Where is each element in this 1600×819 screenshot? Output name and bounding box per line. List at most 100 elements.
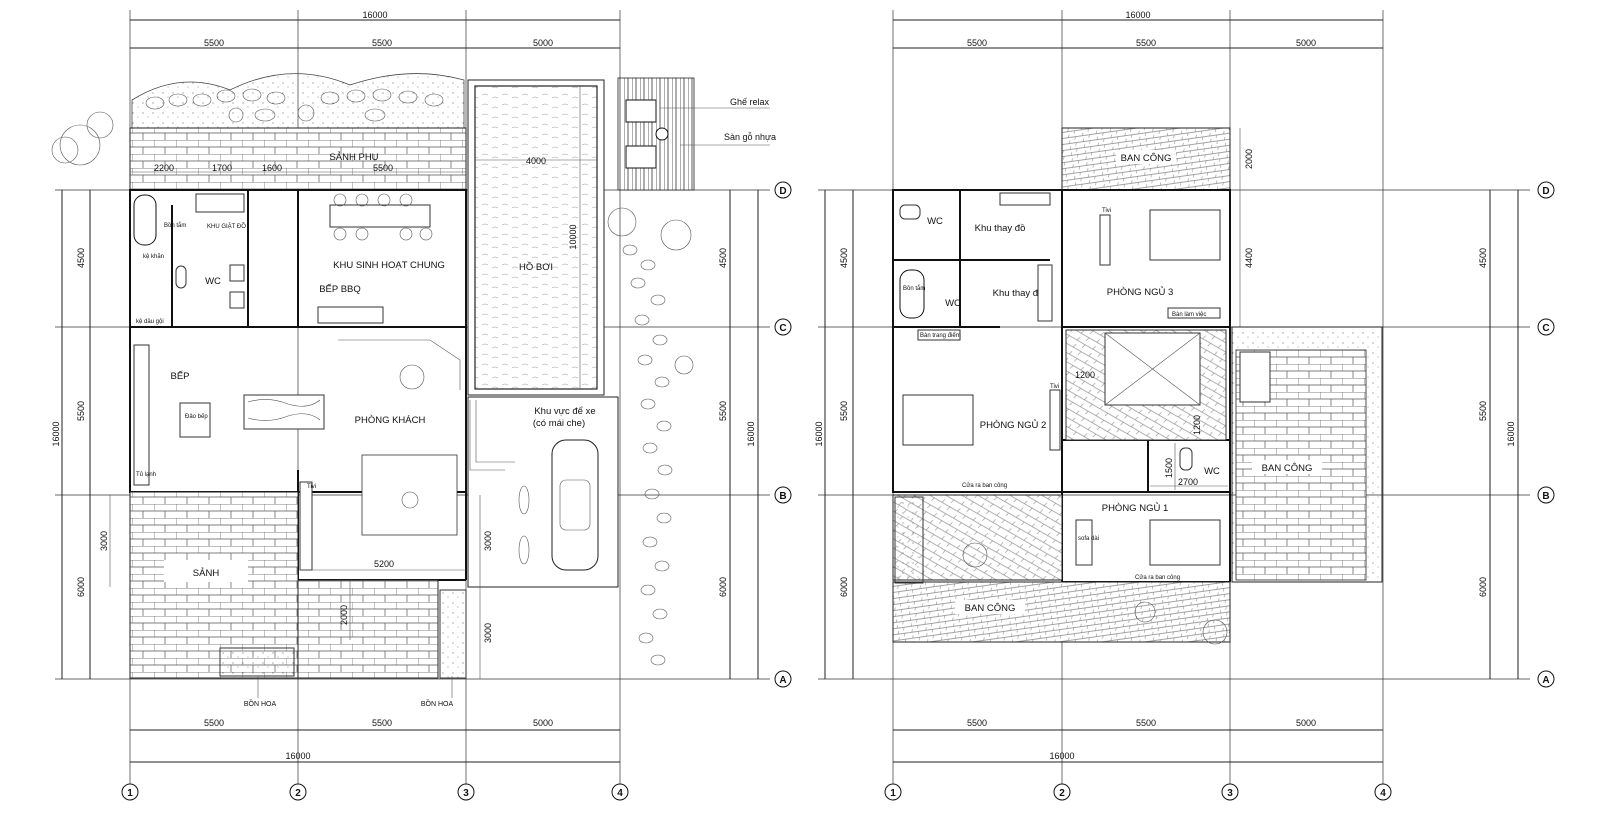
flower-bed-1: [219, 647, 295, 677]
wardrobe-2: [1037, 264, 1053, 322]
outdoor-table: [1239, 351, 1271, 403]
dim2-2700: 2700: [1178, 477, 1198, 487]
label-co-mai-che: (có mái che): [533, 418, 585, 429]
dim2-right-2: 5500: [1478, 401, 1488, 421]
label-ban-cong-top: BAN CÔNG: [1121, 153, 1172, 164]
dim-top-3: 5000: [533, 38, 553, 48]
label-phong-ngu-3: PHÒNG NGỦ 3: [1107, 286, 1174, 298]
dim-left-3: 6000: [76, 577, 86, 597]
label-ke-khan: kệ khăn: [143, 254, 164, 260]
label-bon-tam: Bồn tắm: [164, 222, 186, 229]
dim-total-bottom: 16000: [285, 751, 310, 761]
label-tu-lanh: Tủ lạnh: [136, 471, 156, 478]
axis-row-a: A: [779, 675, 786, 686]
toilet-icon: [175, 265, 187, 289]
axis-row-d: D: [779, 186, 786, 197]
axis-markers-plan2: D C B A 1 2 3 4: [884, 181, 1555, 801]
bathtub-icon-2: [899, 269, 925, 319]
label-khu-vuc-de-xe: Khu vực để xe: [534, 406, 595, 417]
tv-3: [1099, 214, 1111, 266]
label-khu-giat-do: KHU GIẶT ĐỒ: [207, 223, 246, 230]
toilet-icon-2: [899, 204, 921, 220]
bottom-dimensions-plan2: 5500 5500 5000 16000: [893, 718, 1383, 763]
label-ban-lam-viec: Bàn làm việc: [1172, 312, 1206, 318]
kitchen-counter: [133, 344, 150, 486]
sanh-area-1: [129, 491, 299, 679]
axis-row-c: C: [779, 323, 786, 334]
label-cua-ra-ban-cong-2: Cửa ra ban công: [1135, 574, 1180, 581]
plant-icon: [399, 364, 425, 390]
tv-2: [1049, 389, 1061, 451]
dim-4000: 4000: [526, 156, 546, 166]
dim-left-total: 16000: [51, 421, 61, 446]
dim2-1200: 1200: [1075, 370, 1095, 380]
dim2-total-bottom: 16000: [1049, 751, 1074, 761]
dim2-bottom-1: 5500: [967, 718, 987, 728]
upper-floor-plan: 16000 5500 5500 5000 5500 5500 5000 1600…: [814, 10, 1555, 801]
motorbike-icon-2: [518, 535, 530, 565]
garden-strip-top: [51, 73, 465, 166]
dim-3000-c: 3000: [483, 623, 493, 643]
label-ke-dau-goi: kệ dầu gội: [136, 319, 164, 325]
dim2-top-3: 5000: [1296, 38, 1316, 48]
bed-1-icon: [1149, 519, 1221, 566]
label-san-go-nhua: Sàn gỗ nhựa: [724, 132, 776, 142]
label-phong-ngu-1: PHÒNG NGỦ 1: [1102, 502, 1169, 514]
dim-top-2: 5500: [372, 38, 392, 48]
axis2-row-c: C: [1542, 323, 1549, 334]
dim-5500-inner: 5500: [373, 163, 393, 173]
sanh-phu-area: [129, 127, 467, 191]
dim-bottom-2: 5500: [372, 718, 392, 728]
stepping-stones-right: [607, 207, 694, 666]
axis-col-4: 4: [617, 788, 623, 799]
dim-right-3: 6000: [718, 577, 728, 597]
kitchen-island: [179, 402, 211, 438]
dim-3000-a: 3000: [99, 531, 109, 551]
axis2-row-b: B: [1542, 491, 1549, 502]
label-bon-hoa-2: BỒN HOA: [421, 698, 454, 708]
axis-col-3: 3: [463, 788, 469, 799]
dim2-1500: 1500: [1164, 458, 1174, 478]
dim2-left-2: 5500: [839, 401, 849, 421]
sink-icon: [229, 264, 245, 282]
planter-left: [894, 496, 924, 584]
axis2-row-d: D: [1542, 186, 1549, 197]
ban-cong-bottom-area: [892, 581, 1231, 643]
dim-1700: 1700: [212, 163, 232, 173]
label-sanh-phu: SẢNH PHỤ: [329, 151, 378, 163]
dim2-left-3: 6000: [839, 577, 849, 597]
label-ban-trang-diem: Bàn trang điểm: [920, 332, 961, 339]
axis2-col-2: 2: [1059, 788, 1065, 799]
dim2-right-total: 16000: [1506, 421, 1516, 446]
bathtub-icon: [133, 194, 157, 246]
dim-right-total: 16000: [746, 421, 756, 446]
sanh-area-2: [297, 579, 439, 679]
dim2-total-top: 16000: [1125, 10, 1150, 20]
sanh-phu-dimensions: 2200 1700 1600 5500: [130, 163, 466, 173]
dim2-left-total: 16000: [814, 421, 824, 446]
label-wc-top: WC: [927, 216, 943, 227]
label-khu-thay-do-1: Khu thay đồ: [975, 223, 1026, 234]
label-dao-bep: Đảo bếp: [185, 414, 208, 420]
axis2-col-3: 3: [1227, 788, 1233, 799]
living-rug: [361, 454, 458, 536]
side-table: [655, 127, 669, 141]
dining-table: [329, 204, 431, 228]
dim-1600: 1600: [262, 163, 282, 173]
label-khu-thay-do-2: Khu thay đồ: [993, 288, 1044, 299]
pool-water: [474, 85, 598, 390]
dim2-left-1: 4500: [839, 248, 849, 268]
dim2-top-1: 5500: [967, 38, 987, 48]
wardrobe-1: [999, 192, 1051, 206]
coffee-table: [401, 491, 419, 509]
label-bon-hoa-1: BỒN HOA: [244, 698, 277, 708]
sink-icon-2: [229, 291, 245, 309]
tree-icon: [59, 124, 101, 166]
dim2-bottom-2: 5500: [1136, 718, 1156, 728]
left-dimensions-plan1: 4500 5500 6000 16000: [51, 190, 91, 679]
dim-2000: 2000: [339, 605, 349, 625]
label-wc-right: WC: [1204, 466, 1220, 477]
plant-icon-2: [1202, 619, 1228, 645]
label-ban-cong-bottom: BAN CÔNG: [965, 603, 1016, 614]
dim-3000-b: 3000: [483, 531, 493, 551]
